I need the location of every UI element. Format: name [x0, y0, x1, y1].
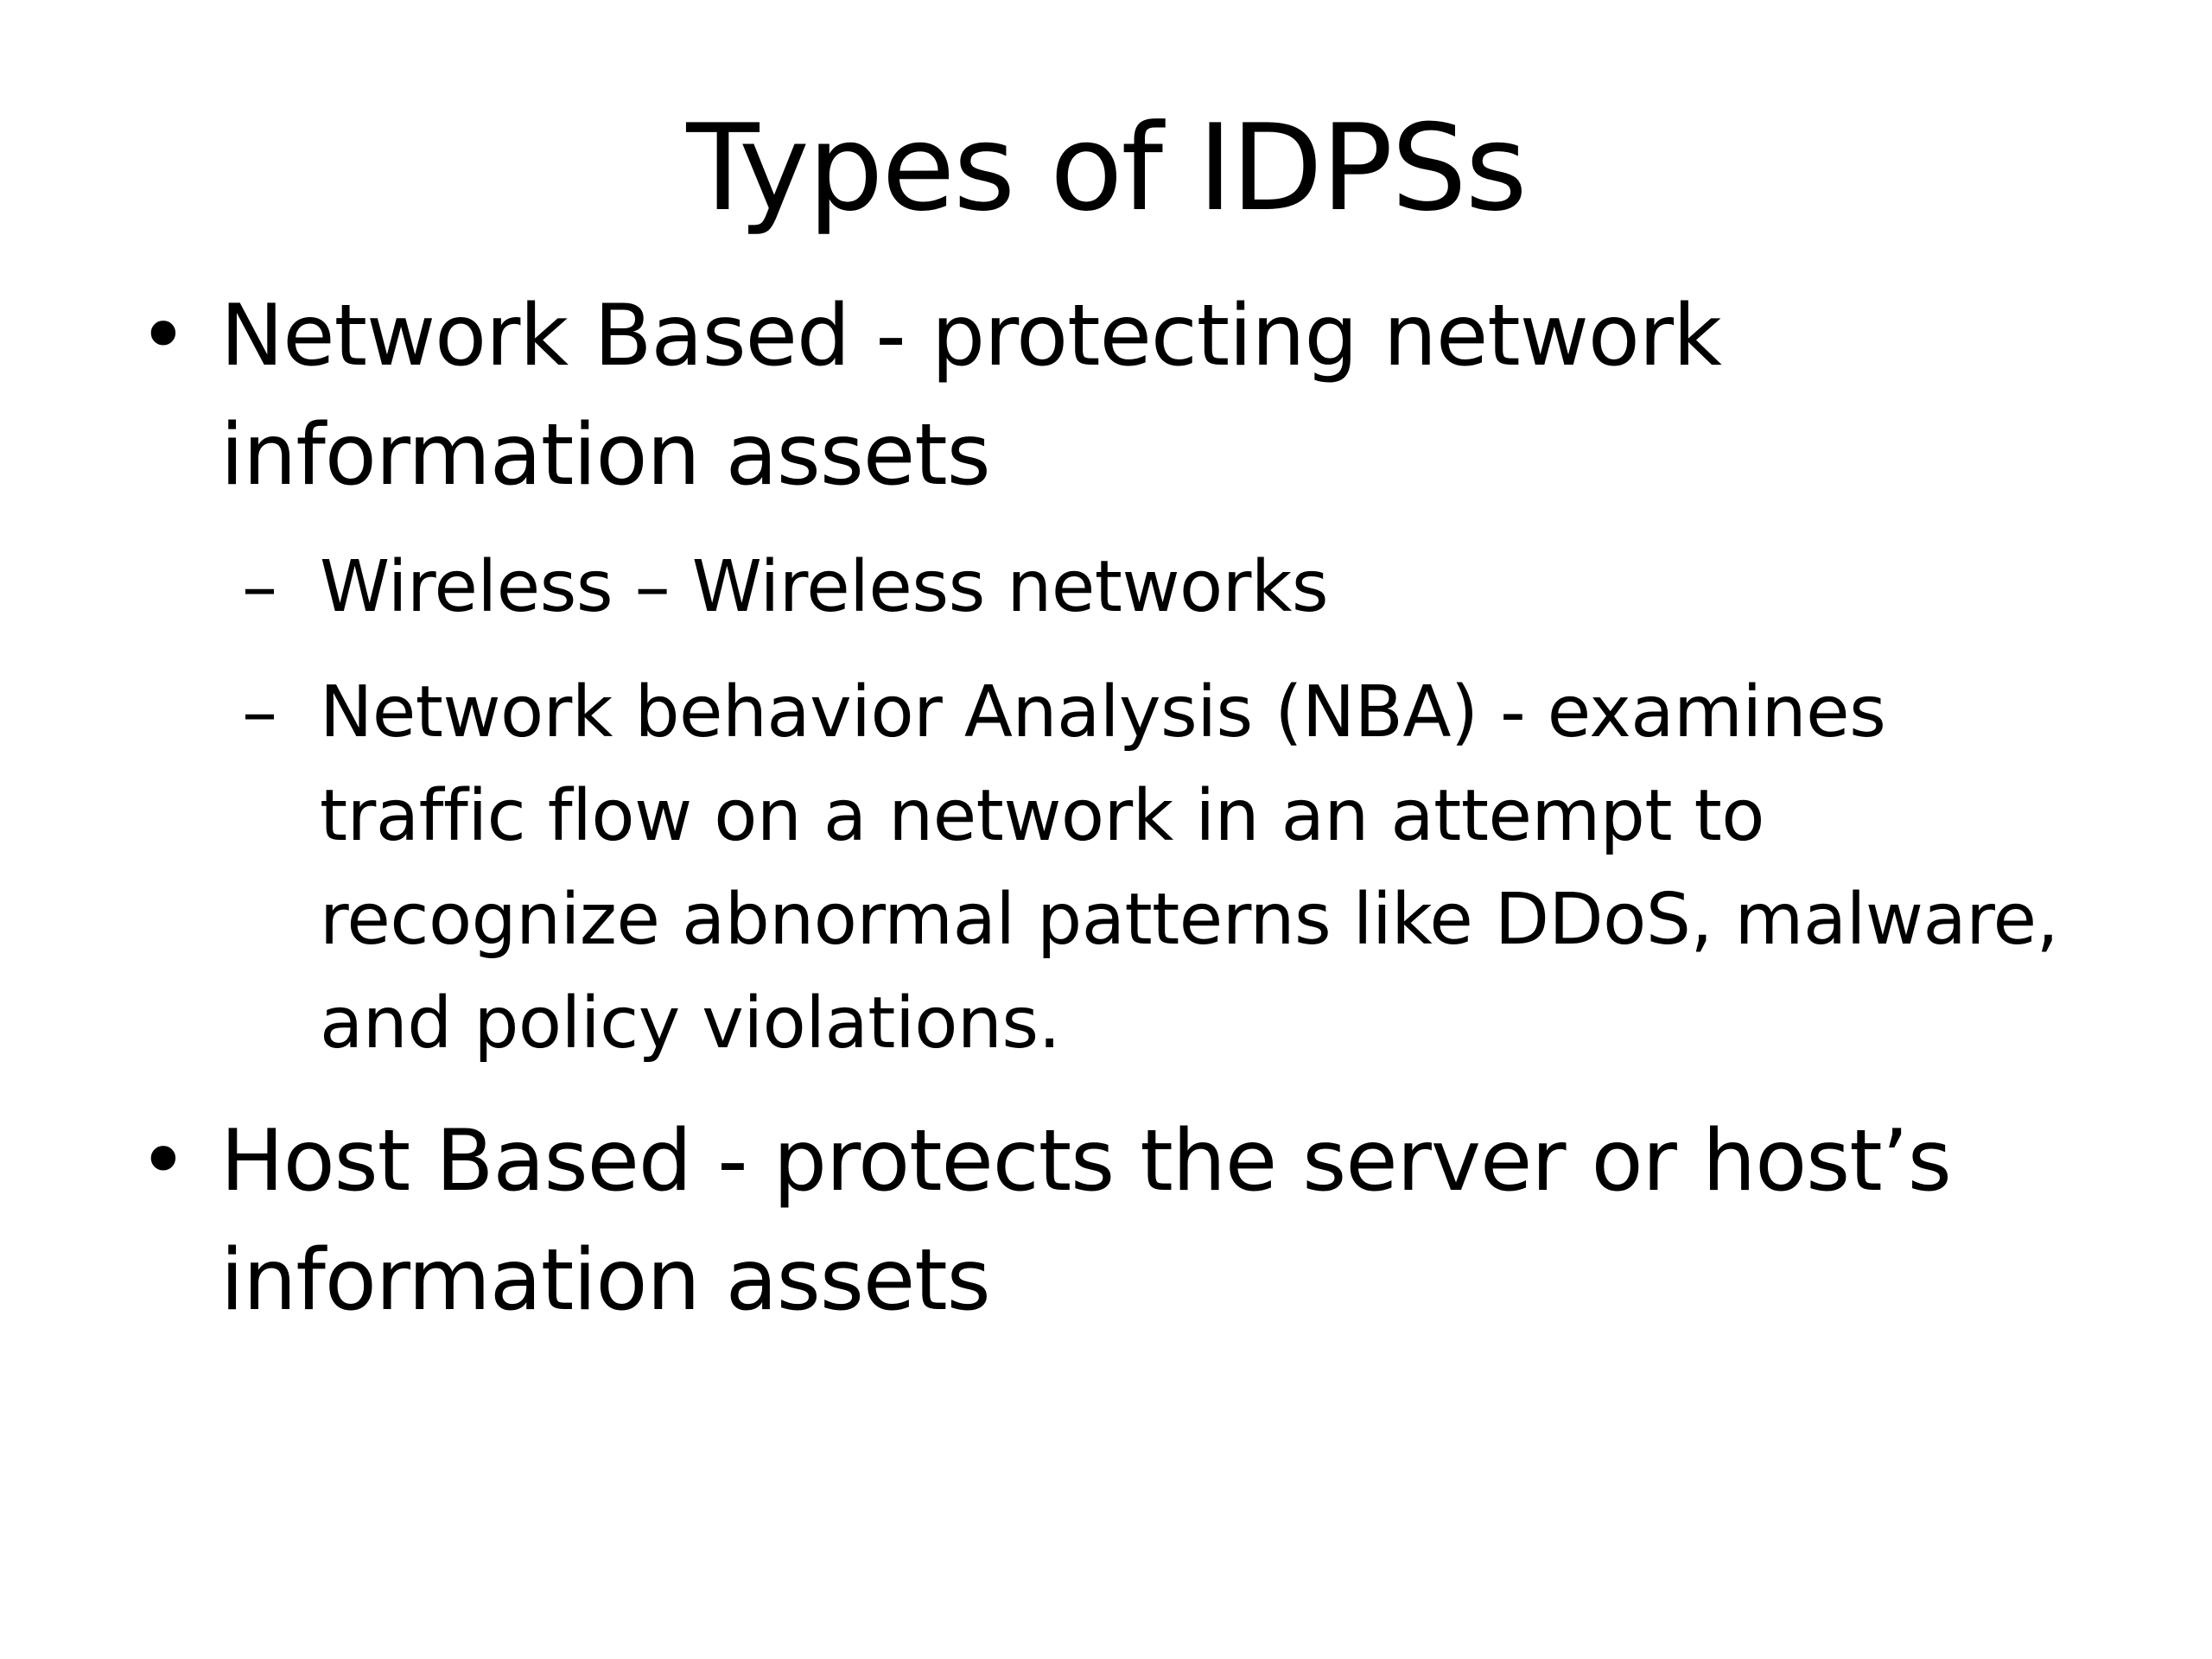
subitem-marker: –	[242, 671, 277, 753]
bullet-marker: •	[138, 287, 188, 385]
slide-title: Types of IDPSs	[686, 99, 1527, 238]
subitem-text: Wireless – Wireless networks	[320, 546, 1329, 628]
bullet-text: Network Based - protecting network infor…	[220, 287, 1722, 505]
bullet-text: Host Based - protects the server or host…	[220, 1112, 1952, 1330]
bullet-marker: •	[138, 1112, 188, 1211]
subitem-marker: –	[242, 546, 277, 628]
subitem-text: Network behavior Analysis (NBA) - examin…	[320, 671, 2059, 1065]
